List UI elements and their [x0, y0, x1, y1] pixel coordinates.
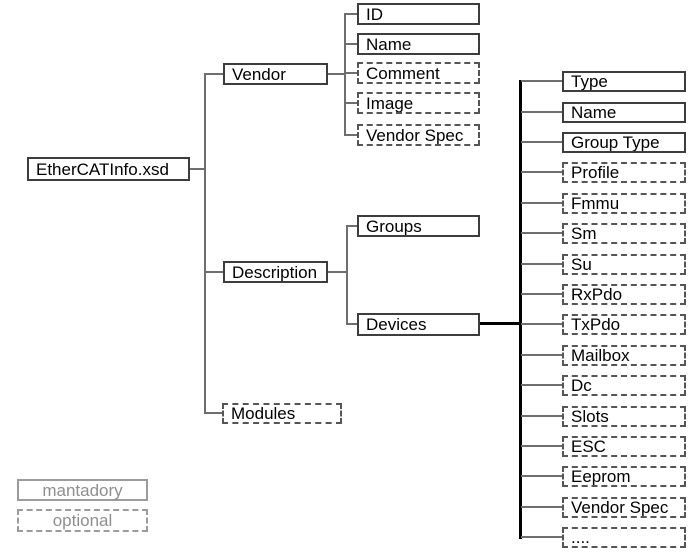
connector-line: [344, 134, 357, 136]
connector-line: [346, 225, 348, 325]
connector-line: [521, 293, 562, 295]
legend-optional: optional: [17, 509, 148, 532]
node-su: Su: [562, 254, 686, 275]
connector-line: [521, 263, 562, 265]
connector-line: [521, 111, 562, 113]
node-fmmu: Fmmu: [562, 193, 686, 214]
tree-trunk-line: [519, 80, 522, 539]
connector-line: [521, 202, 562, 204]
node-name: Name: [562, 102, 686, 123]
connector-line: [521, 323, 562, 325]
connector-line: [328, 271, 348, 273]
connector-line: [204, 73, 223, 75]
connector-line: [344, 13, 346, 136]
node-name: Name: [357, 33, 480, 55]
node-vendor: Vendor: [223, 63, 328, 85]
tree-trunk-line: [480, 322, 521, 325]
connector-line: [344, 43, 357, 45]
node-rxpdo: RxPdo: [562, 284, 686, 305]
node-ellipsis: ....: [562, 527, 686, 548]
legend-mantadory: mantadory: [17, 479, 148, 501]
connector-line: [344, 72, 357, 74]
connector-line: [521, 506, 562, 508]
node-type: Type: [562, 71, 686, 92]
connector-line: [521, 445, 562, 447]
node-groups: Groups: [357, 215, 480, 237]
node-modules: Modules: [222, 403, 342, 424]
node-ethercatinfo-xsd: EtherCATInfo.xsd: [27, 157, 190, 181]
node-vendor-spec: Vendor Spec: [562, 497, 686, 518]
connector-line: [521, 232, 562, 234]
node-esc: ESC: [562, 436, 686, 457]
connector-line: [344, 13, 357, 15]
connector-line: [344, 102, 357, 104]
connector-line: [521, 171, 562, 173]
node-group-type: Group Type: [562, 132, 686, 153]
node-description: Description: [223, 261, 328, 283]
connector-line: [204, 412, 222, 414]
node-profile: Profile: [562, 162, 686, 183]
connector-line: [346, 225, 357, 227]
node-eeprom: Eeprom: [562, 466, 686, 487]
node-image: Image: [357, 92, 480, 114]
node-comment: Comment: [357, 62, 480, 84]
connector-line: [346, 323, 357, 325]
node-slots: Slots: [562, 406, 686, 427]
connector-line: [190, 168, 206, 170]
connector-line: [521, 80, 562, 82]
connector-line: [521, 475, 562, 477]
connector-line: [521, 384, 562, 386]
connector-line: [521, 141, 562, 143]
node-sm: Sm: [562, 223, 686, 244]
connector-line: [328, 73, 346, 75]
node-vendor-spec: Vendor Spec: [357, 124, 480, 146]
connector-line: [521, 354, 562, 356]
node-txpdo: TxPdo: [562, 314, 686, 335]
connector-line: [521, 415, 562, 417]
connector-line: [204, 271, 223, 273]
node-mailbox: Mailbox: [562, 345, 686, 366]
node-id: ID: [357, 3, 480, 25]
connector-line: [521, 536, 562, 538]
node-devices: Devices: [357, 313, 480, 336]
node-dc: Dc: [562, 375, 686, 396]
connector-line: [204, 73, 206, 414]
